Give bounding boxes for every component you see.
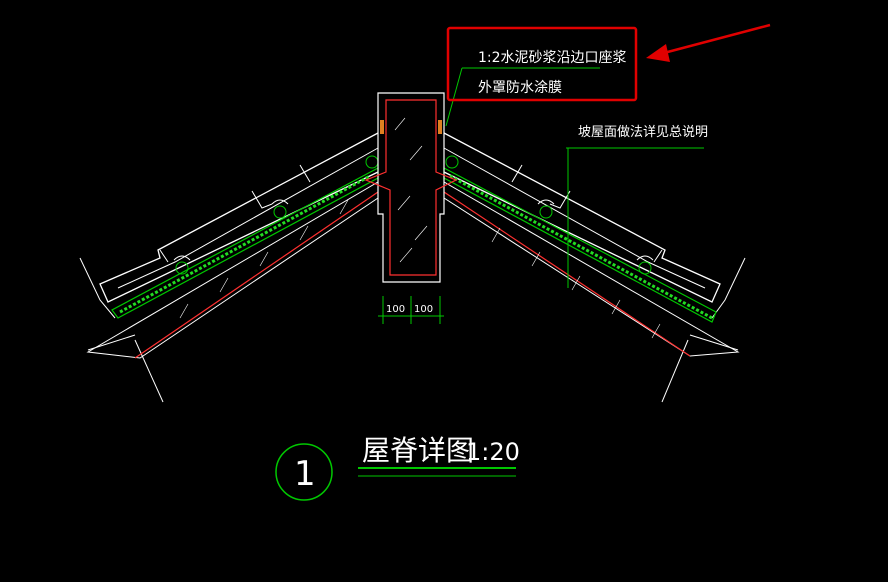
detail-number-circle	[275, 443, 333, 501]
callout-line-2: 外罩防水涂膜	[478, 80, 562, 96]
left-roof-slope	[79, 132, 379, 403]
highlight-box	[446, 26, 638, 102]
callout-line-1: 1:2水泥砂浆沿边口座浆	[478, 50, 627, 66]
title-block: 1 屋脊详图 1:20	[275, 434, 520, 501]
right-roof-slope	[443, 132, 746, 403]
detail-number: 1	[294, 454, 316, 494]
callout-group: 1:2水泥砂浆沿边口座浆 外罩防水涂膜	[445, 26, 638, 127]
dimension-left: 100	[386, 304, 405, 315]
drawing-title: 屋脊详图	[362, 434, 474, 467]
leader-note-group: 坡屋面做法详见总说明	[566, 125, 708, 288]
red-arrow-annotation-icon	[646, 23, 771, 62]
drawing-scale: 1:20	[466, 438, 520, 466]
dimension-right: 100	[414, 304, 433, 315]
leader-note: 坡屋面做法详见总说明	[578, 125, 708, 140]
dimension-row: 100 100	[378, 296, 444, 324]
ridge-column	[364, 92, 458, 283]
